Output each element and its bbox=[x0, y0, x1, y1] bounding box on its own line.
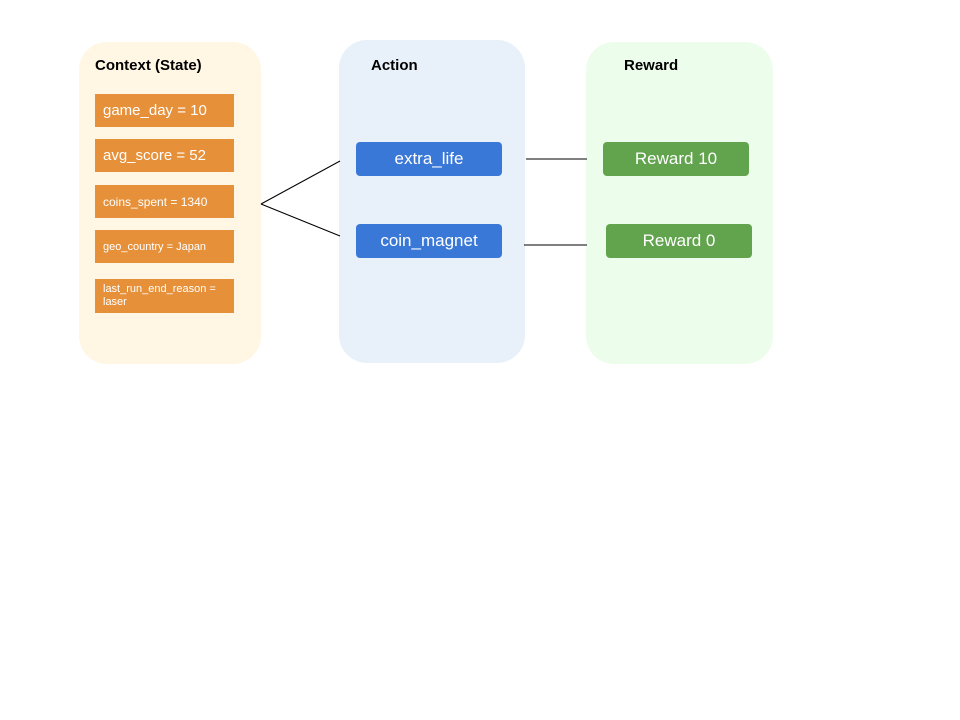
connector-context-to-coin-magnet bbox=[260, 203, 341, 237]
feature-label: geo_country = Japan bbox=[103, 240, 207, 253]
feature-box-last-run-end-reason: last_run_end_reason = laser bbox=[95, 279, 234, 313]
feature-label: avg_score = 52 bbox=[103, 147, 206, 164]
feature-box-coins-spent: coins_spent = 1340 bbox=[95, 185, 234, 218]
reward-0: Reward 0 bbox=[606, 224, 752, 258]
feature-box-avg-score: avg_score = 52 bbox=[95, 139, 234, 172]
reward-10: Reward 10 bbox=[603, 142, 749, 176]
feature-box-geo-country: geo_country = Japan bbox=[95, 230, 234, 263]
action-extra-life: extra_life bbox=[356, 142, 502, 176]
feature-label: last_run_end_reason = laser bbox=[103, 283, 216, 308]
action-title: Action bbox=[371, 57, 418, 74]
feature-box-game-day: game_day = 10 bbox=[95, 94, 234, 127]
context-title: Context (State) bbox=[95, 57, 202, 74]
connector-context-to-extra-life bbox=[260, 160, 341, 205]
reward-panel bbox=[586, 42, 773, 364]
action-coin-magnet: coin_magnet bbox=[356, 224, 502, 258]
feature-label: game_day = 10 bbox=[103, 102, 207, 119]
reward-title: Reward bbox=[624, 57, 679, 74]
feature-label: coins_spent = 1340 bbox=[103, 194, 208, 209]
action-panel bbox=[339, 40, 525, 363]
